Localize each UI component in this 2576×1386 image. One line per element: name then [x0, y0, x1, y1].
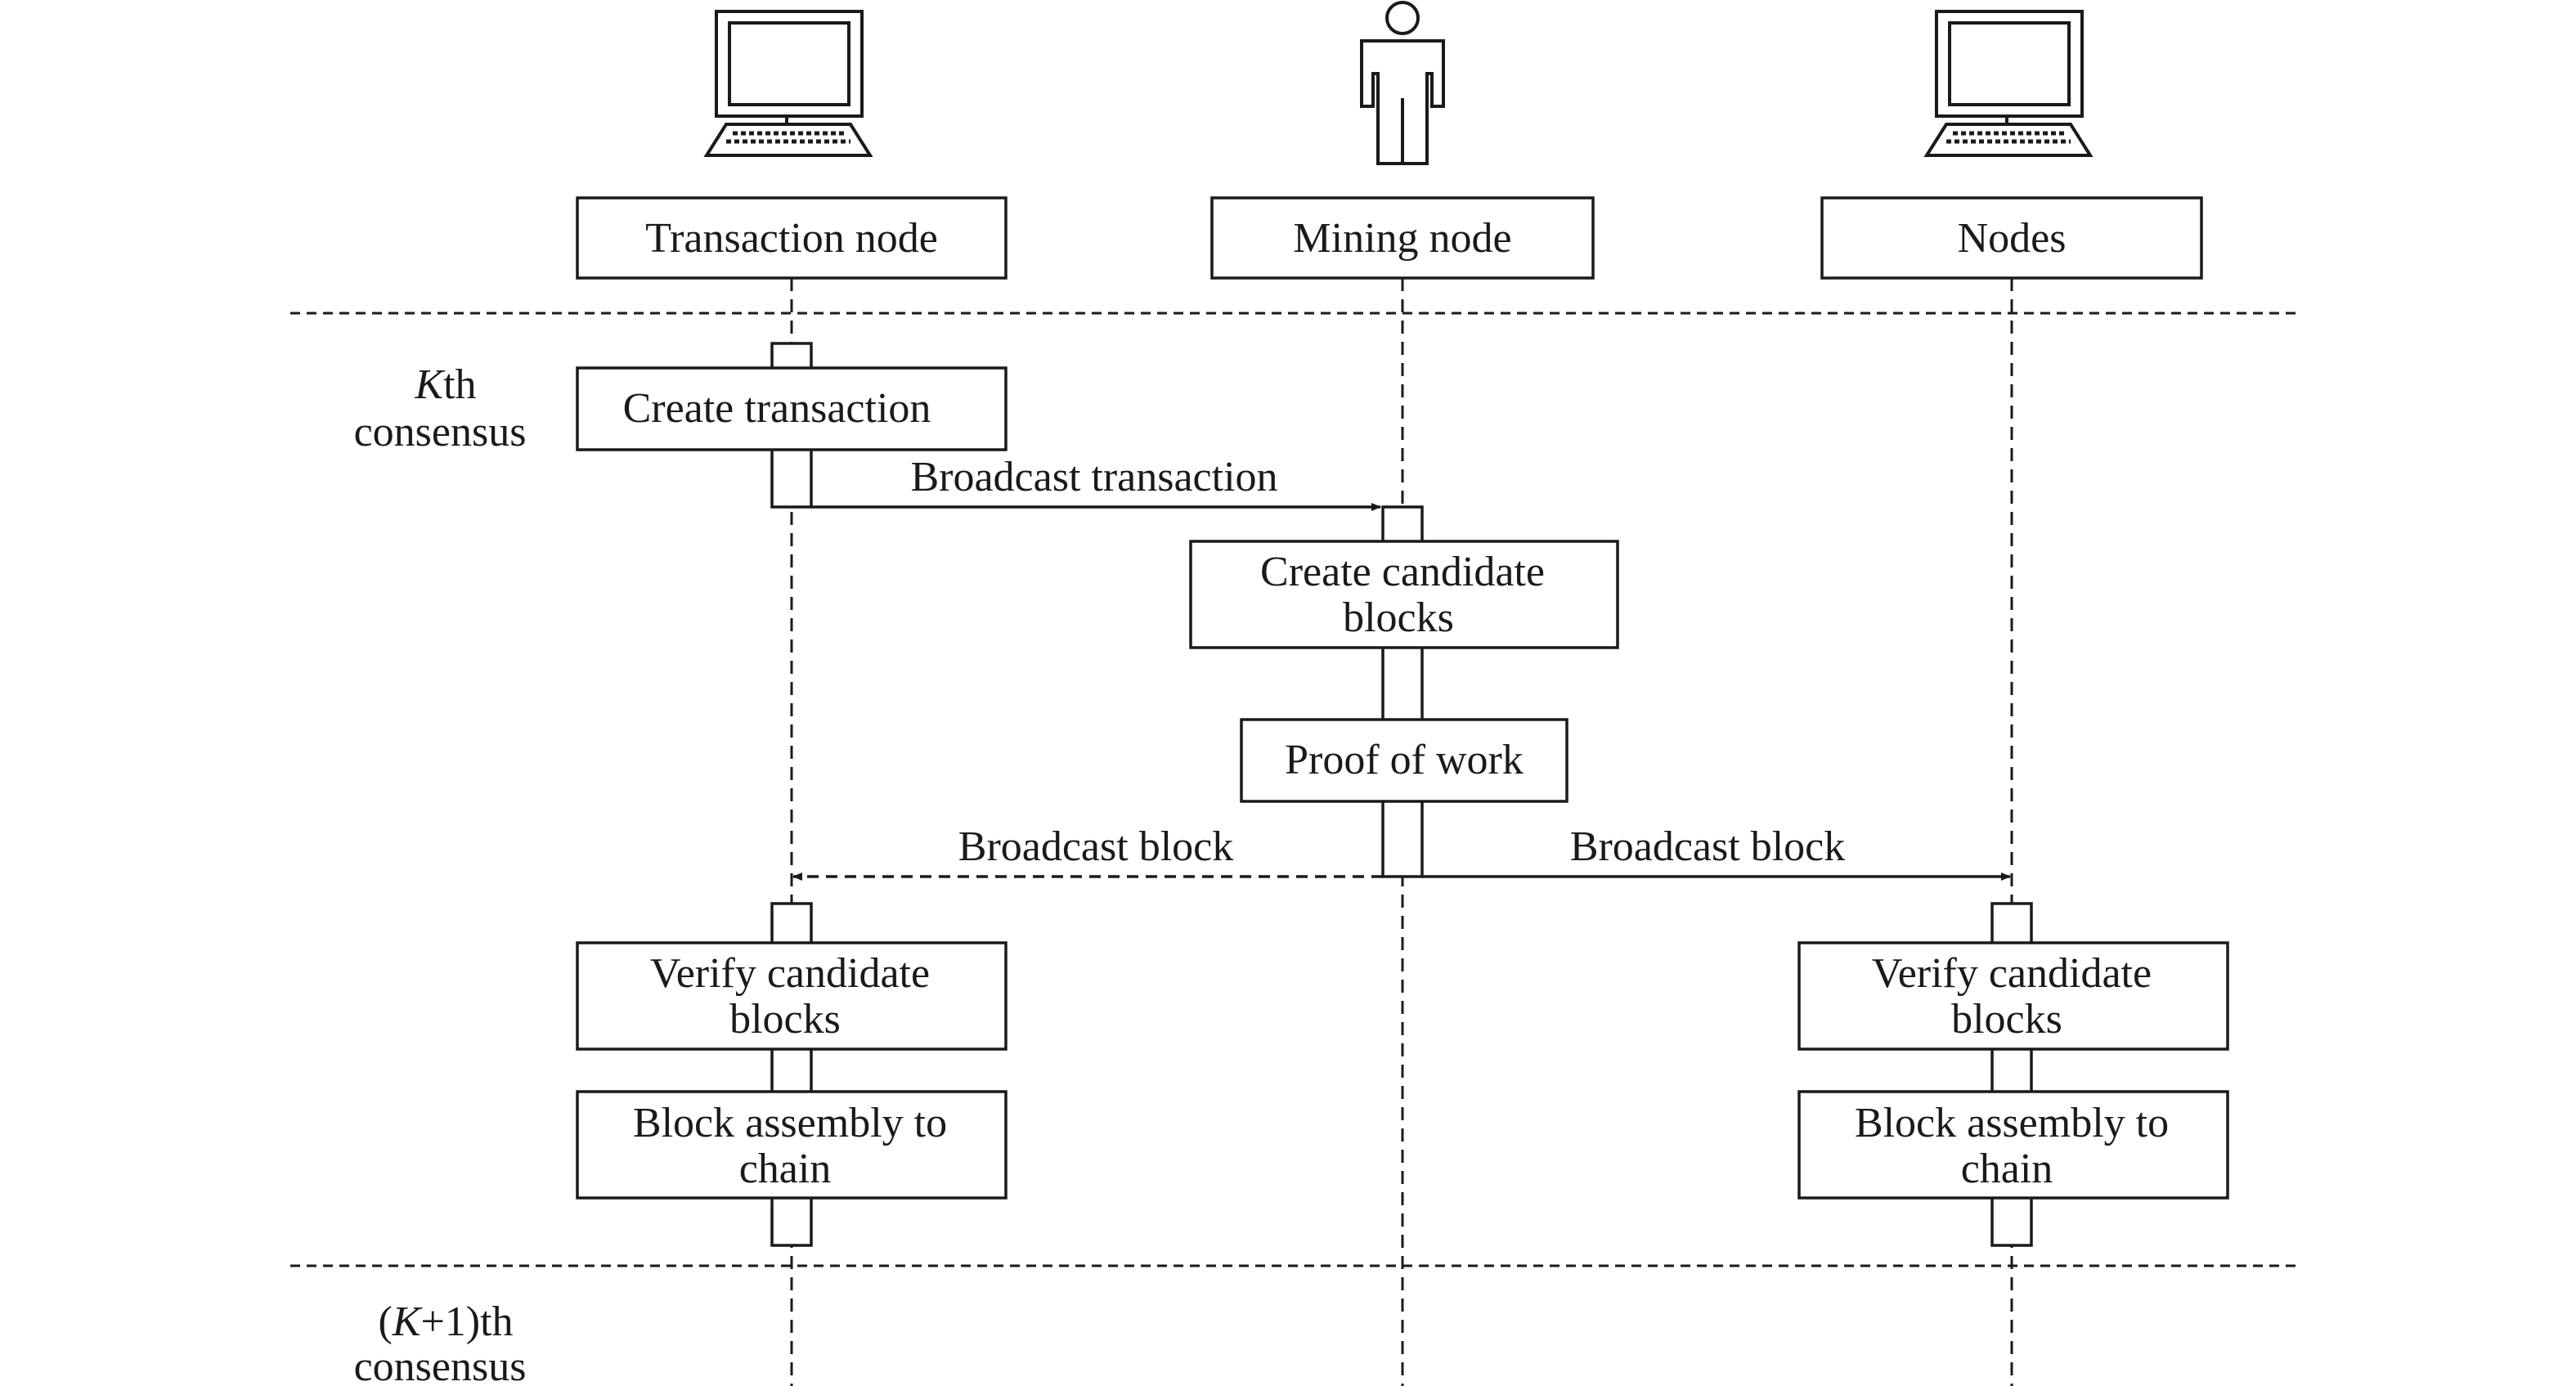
step-label-assembly-right-line1: Block assembly to	[1855, 1100, 2169, 1146]
person-icon	[1360, 1, 1445, 165]
step-label-proof-of-work: Proof of work	[1285, 737, 1524, 783]
phase-label-k-plus-1th-line2: consensus	[354, 1343, 527, 1386]
participant-box-transaction-node	[576, 196, 1008, 280]
phase-label-kth: Kth	[414, 361, 476, 408]
participant-label-transaction-node: Transaction node	[645, 215, 938, 262]
step-label-verify-left-line1: Verify candidate	[650, 950, 930, 997]
step-box-block-assembly-left	[576, 1090, 1008, 1200]
step-box-create-transaction	[576, 366, 1008, 451]
message-label-broadcast-transaction: Broadcast transaction	[910, 454, 1277, 500]
phase-label-kth-line2: consensus	[354, 409, 527, 455]
step-box-verify-candidate-left	[576, 941, 1008, 1051]
step-box-proof-of-work	[1240, 718, 1568, 803]
computer-icon	[703, 10, 873, 157]
step-label-verify-right-line1: Verify candidate	[1872, 950, 2152, 997]
phase-label-k-plus-1th: (K+1)th	[378, 1299, 513, 1345]
participant-label-mining-node: Mining node	[1293, 215, 1511, 262]
step-label-assembly-left-line2: chain	[739, 1146, 832, 1192]
message-label-broadcast-block-left: Broadcast block	[958, 823, 1233, 870]
step-label-verify-right-line2: blocks	[1951, 996, 2062, 1043]
step-label-assembly-left-line1: Block assembly to	[633, 1100, 947, 1146]
step-label-create-transaction: Create transaction	[623, 385, 931, 432]
message-label-broadcast-block-right: Broadcast block	[1570, 823, 1845, 870]
step-label-assembly-right-line2: chain	[1961, 1146, 2053, 1192]
step-box-block-assembly-right	[1797, 1090, 2229, 1200]
participant-label-nodes: Nodes	[1958, 215, 2067, 262]
step-box-verify-candidate-right	[1797, 941, 2229, 1051]
step-label-verify-left-line2: blocks	[729, 996, 841, 1043]
participant-box-nodes	[1820, 196, 2203, 280]
step-label-create-candidate-blocks-line2: blocks	[1343, 594, 1454, 641]
participant-box-mining-node	[1210, 196, 1595, 280]
step-label-create-candidate-blocks-line1: Create candidate	[1260, 549, 1545, 595]
computer-icon	[1923, 10, 2094, 157]
step-box-create-candidate-blocks	[1189, 540, 1619, 649]
